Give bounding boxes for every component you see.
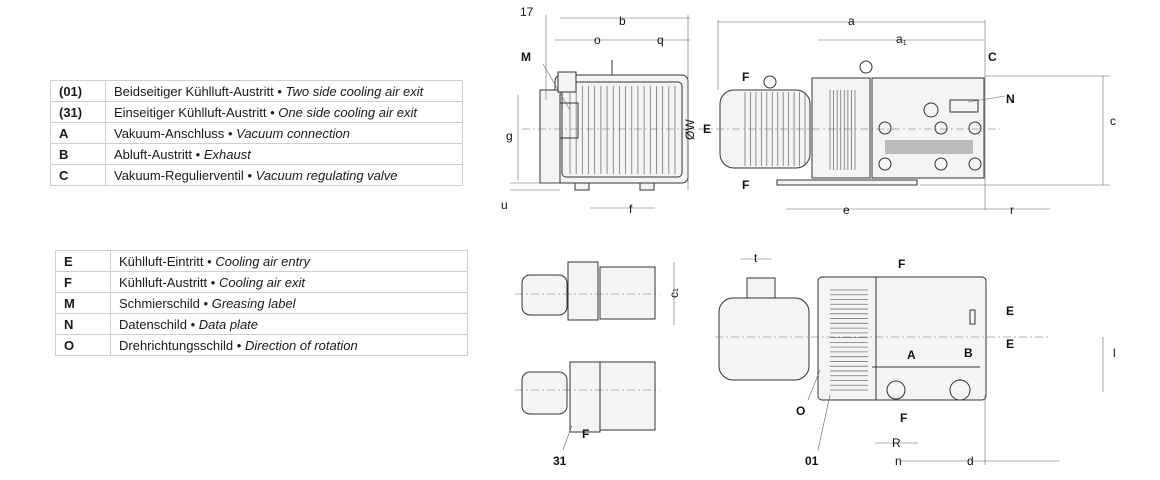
svg-text:r: r bbox=[1010, 203, 1014, 217]
bullet: • bbox=[207, 253, 212, 269]
legend-description: Einseitiger Kühlluft-Austritt • One side… bbox=[105, 101, 463, 123]
svg-text:E: E bbox=[703, 122, 711, 136]
svg-text:N: N bbox=[1006, 92, 1015, 106]
svg-text:R: R bbox=[892, 436, 901, 450]
german-text: Drehrichtungsschild bbox=[119, 337, 234, 353]
german-text: Schmierschild bbox=[119, 295, 200, 311]
svg-text:M: M bbox=[521, 50, 531, 64]
english-text: One side cooling air exit bbox=[278, 104, 418, 120]
svg-text:b: b bbox=[619, 14, 626, 28]
svg-text:F: F bbox=[742, 178, 749, 192]
german-text: Einseitiger Kühlluft-Austritt bbox=[114, 104, 267, 120]
svg-text:f: f bbox=[629, 202, 633, 216]
german-text: Abluft-Austritt bbox=[114, 146, 193, 162]
bullet: • bbox=[210, 274, 216, 290]
svg-text:F: F bbox=[900, 411, 907, 425]
bullet: • bbox=[277, 83, 282, 99]
svg-text:e: e bbox=[843, 203, 850, 217]
bullet: • bbox=[270, 104, 275, 120]
english-text: Two side cooling air exit bbox=[285, 83, 424, 99]
greasing-label bbox=[559, 102, 579, 139]
english-text: Cooling air exit bbox=[218, 274, 305, 290]
svg-text:c1: c1 bbox=[667, 288, 681, 298]
svg-text:ØW: ØW bbox=[683, 119, 697, 140]
german-text: Beidseitiger Kühlluft-Austritt bbox=[114, 83, 274, 99]
svg-text:o: o bbox=[594, 33, 601, 47]
svg-text:a1: a1 bbox=[896, 32, 907, 47]
data-plate bbox=[949, 99, 979, 113]
svg-text:d: d bbox=[967, 454, 974, 468]
svg-text:C: C bbox=[988, 50, 997, 64]
svg-text:A: A bbox=[907, 348, 916, 362]
svg-text:B: B bbox=[964, 346, 973, 360]
english-text: Exhaust bbox=[203, 146, 251, 162]
vacuum-valve-icon bbox=[923, 102, 939, 118]
svg-text:O: O bbox=[796, 404, 805, 418]
bullet: • bbox=[195, 146, 201, 162]
bullet: • bbox=[247, 167, 253, 183]
svg-text:g: g bbox=[506, 129, 513, 143]
legend-description: Datenschild • Data plate bbox=[110, 313, 468, 335]
svg-text:q: q bbox=[657, 33, 664, 47]
svg-text:01: 01 bbox=[805, 454, 819, 468]
german-text: Kühlluft-Eintritt bbox=[119, 253, 204, 269]
english-text: Direction of rotation bbox=[244, 337, 358, 353]
legend-table-connections: (01)Beidseitiger Kühlluft-Austritt • Two… bbox=[50, 80, 463, 186]
english-text: Cooling air entry bbox=[215, 253, 311, 269]
svg-text:a: a bbox=[848, 14, 855, 28]
svg-text:31: 31 bbox=[553, 454, 567, 468]
small-views: c1 F 31 bbox=[515, 261, 681, 468]
svg-text:E: E bbox=[1006, 304, 1014, 318]
svg-text:F: F bbox=[898, 257, 905, 271]
german-text: Kühlluft-Austritt bbox=[119, 274, 208, 290]
legend-description: Vakuum-Regulierventil • Vacuum regulatin… bbox=[105, 164, 463, 186]
german-text: Datenschild bbox=[119, 316, 187, 332]
svg-text:E: E bbox=[1006, 337, 1014, 351]
top-view: t F E E l A B O F R 01 n d bbox=[715, 251, 1116, 468]
legend-description: Kühlluft-Eintritt • Cooling air entry bbox=[110, 250, 468, 272]
bullet: • bbox=[203, 295, 209, 311]
svg-text:n: n bbox=[895, 454, 902, 468]
english-text: Vacuum regulating valve bbox=[255, 167, 398, 183]
bullet: • bbox=[236, 337, 242, 353]
english-text: Greasing label bbox=[211, 295, 296, 311]
svg-text:17: 17 bbox=[520, 5, 534, 19]
side-view: a a1 C N c ØW E F F e r bbox=[683, 14, 1116, 217]
svg-text:l: l bbox=[1113, 346, 1116, 360]
front-view: 17 b o q M g u f bbox=[501, 5, 700, 216]
svg-text:c: c bbox=[1110, 114, 1116, 128]
svg-text:F: F bbox=[742, 70, 749, 84]
legend-description: Vakuum-Anschluss • Vacuum connection bbox=[105, 122, 463, 144]
legend-row: (31)Einseitiger Kühlluft-Austritt • One … bbox=[50, 101, 463, 123]
svg-text:F: F bbox=[582, 427, 589, 441]
english-text: Data plate bbox=[198, 316, 259, 332]
german-text: Vakuum-Regulierventil bbox=[114, 167, 244, 183]
bullet: • bbox=[227, 125, 233, 141]
legend-description: Drehrichtungsschild • Direction of rotat… bbox=[110, 334, 468, 356]
english-text: Vacuum connection bbox=[236, 125, 350, 141]
german-text: Vakuum-Anschluss bbox=[114, 125, 225, 141]
svg-text:u: u bbox=[501, 198, 508, 212]
svg-text:t: t bbox=[754, 251, 758, 265]
vent-cap-icon bbox=[557, 71, 577, 93]
legend-description: Kühlluft-Austritt • Cooling air exit bbox=[110, 271, 468, 293]
bullet: • bbox=[190, 316, 196, 332]
